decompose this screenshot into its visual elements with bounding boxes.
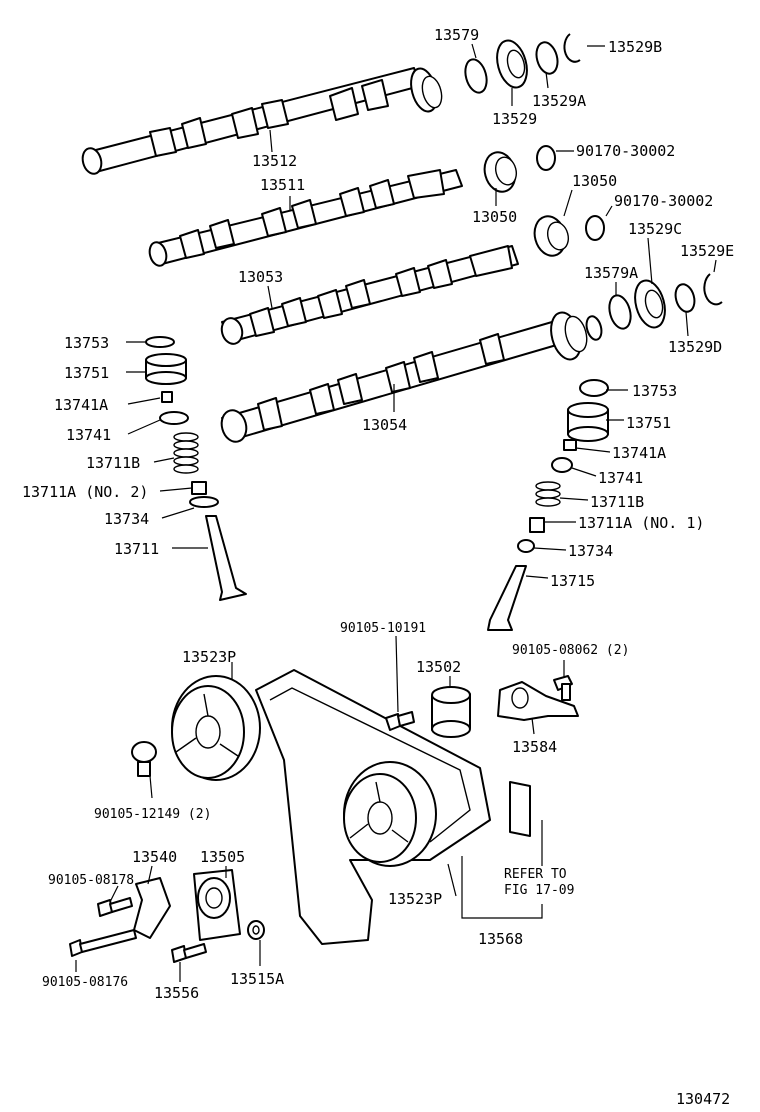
- label-13711[interactable]: 13711: [114, 540, 159, 558]
- label-13523P-lower[interactable]: 13523P: [388, 890, 442, 908]
- label-fig-17-09[interactable]: FIG 17-09: [504, 883, 574, 898]
- label-13741-left[interactable]: 13741: [66, 426, 111, 444]
- label-90105-08178[interactable]: 90105-08178: [48, 873, 134, 888]
- bracket-13584: [497, 681, 579, 721]
- label-13529D[interactable]: 13529D: [668, 338, 722, 356]
- label-13529E[interactable]: 13529E: [680, 242, 734, 260]
- label-13741A-right[interactable]: 13741A: [612, 444, 666, 462]
- gear-snap-ring-set-right: [608, 273, 723, 330]
- label-90105-10191[interactable]: 90105-10191: [340, 621, 426, 636]
- bolt-90105-08062: [553, 675, 573, 701]
- label-13734-right[interactable]: 13734: [568, 542, 613, 560]
- label-13584[interactable]: 13584: [512, 738, 557, 756]
- spacer-13515A: [247, 920, 265, 940]
- label-90105-08176[interactable]: 90105-08176: [42, 975, 128, 990]
- label-13511[interactable]: 13511: [260, 176, 305, 194]
- label-13579A[interactable]: 13579A: [584, 264, 638, 282]
- label-13529C[interactable]: 13529C: [628, 220, 682, 238]
- bolt-90105-08178: [97, 897, 133, 917]
- bolt-90105-10191: [385, 711, 415, 731]
- label-13050-b[interactable]: 13050: [572, 172, 617, 190]
- label-13711A-no1[interactable]: 13711A (NO. 1): [578, 514, 704, 532]
- label-90105-12149[interactable]: 90105-12149 (2): [94, 807, 211, 822]
- label-13512[interactable]: 13512: [252, 152, 297, 170]
- camshaft-pulley-13523P-lower: [343, 761, 437, 867]
- idler-pulley-13502: [431, 686, 471, 738]
- camshaft-13054: [220, 311, 603, 443]
- label-13734-left[interactable]: 13734: [104, 510, 149, 528]
- label-13523P-upper[interactable]: 13523P: [182, 648, 236, 666]
- label-13529A[interactable]: 13529A: [532, 92, 586, 110]
- label-90170-30002-b[interactable]: 90170-30002: [614, 192, 713, 210]
- label-13579[interactable]: 13579: [434, 26, 479, 44]
- reference-fig-17-09-symbol: [509, 781, 531, 837]
- label-13529[interactable]: 13529: [492, 110, 537, 128]
- bolt-13556: [171, 943, 207, 963]
- camshaft-13511: [148, 169, 463, 267]
- label-13715[interactable]: 13715: [550, 572, 595, 590]
- bracket-13540: [133, 877, 171, 939]
- label-13054[interactable]: 13054: [362, 416, 407, 434]
- label-90105-08062[interactable]: 90105-08062 (2): [512, 643, 629, 658]
- label-13751-left[interactable]: 13751: [64, 364, 109, 382]
- label-13505[interactable]: 13505: [200, 848, 245, 866]
- label-13711A-no2[interactable]: 13711A (NO. 2): [22, 483, 148, 501]
- label-refer-to: REFER TO: [504, 867, 567, 882]
- label-13568[interactable]: 13568: [478, 930, 523, 948]
- label-13711B-left[interactable]: 13711B: [86, 454, 140, 472]
- valve-stack-left: [145, 336, 247, 601]
- camshaft-13053: [220, 245, 519, 345]
- label-13502[interactable]: 13502: [416, 658, 461, 676]
- camshaft-pulley-13523P-upper: [171, 675, 261, 781]
- label-13540[interactable]: 13540: [132, 848, 177, 866]
- label-13751-right[interactable]: 13751: [626, 414, 671, 432]
- tensioner-13505: [193, 869, 241, 941]
- leader-lines: [75, 43, 717, 982]
- label-13741-right[interactable]: 13741: [598, 469, 643, 487]
- label-13753-left[interactable]: 13753: [64, 334, 109, 352]
- gear-13050-upper: [483, 145, 556, 193]
- label-90170-30002-a[interactable]: 90170-30002: [576, 142, 675, 160]
- label-13529B[interactable]: 13529B: [608, 38, 662, 56]
- gear-snap-ring-set-top: [464, 33, 581, 94]
- label-13515A[interactable]: 13515A: [230, 970, 284, 988]
- label-13556[interactable]: 13556: [154, 984, 199, 1002]
- label-13711B-right[interactable]: 13711B: [590, 493, 644, 511]
- camshaft-13512: [81, 67, 443, 175]
- label-13753-right[interactable]: 13753: [632, 382, 677, 400]
- label-13053[interactable]: 13053: [238, 268, 283, 286]
- bolt-90105-12149: [131, 741, 157, 777]
- label-13741A-left[interactable]: 13741A: [54, 396, 108, 414]
- gear-13050-lower: [533, 215, 605, 257]
- valve-stack-right: [487, 379, 609, 631]
- label-13050-a[interactable]: 13050: [472, 208, 517, 226]
- bolt-90105-08176: [69, 929, 137, 957]
- part-labels: 13579 13529B 13529A 13529 13512 90170-30…: [22, 26, 734, 1108]
- diagram-id: 130472: [676, 1090, 730, 1108]
